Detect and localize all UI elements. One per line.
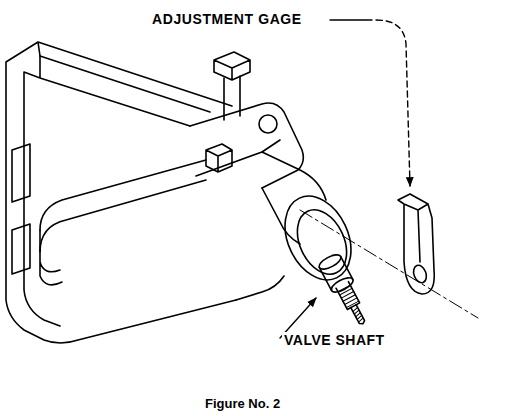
nut [206,144,232,172]
valve-flange [272,185,364,290]
leader-line [330,19,372,20]
thread-stroke [358,318,364,322]
figure-caption: Figure No. 2 [203,396,282,411]
housing-outline [6,42,236,343]
leader-line [376,20,410,186]
pipe [40,230,62,285]
part-label: VALVE SHAFT [282,332,387,348]
bolt-head [214,52,250,80]
center-line [300,210,478,318]
adjustment-gage [398,194,434,294]
part-label: ADJUSTMENT GAGE [150,11,304,27]
pipe [40,160,206,252]
housing-edge [236,276,284,300]
valve-body [190,103,303,188]
valve-flange-inner [288,202,357,282]
fitting [259,115,277,133]
valve-shaft [317,252,373,329]
housing-flange [12,144,30,274]
gage-hole [411,263,428,284]
